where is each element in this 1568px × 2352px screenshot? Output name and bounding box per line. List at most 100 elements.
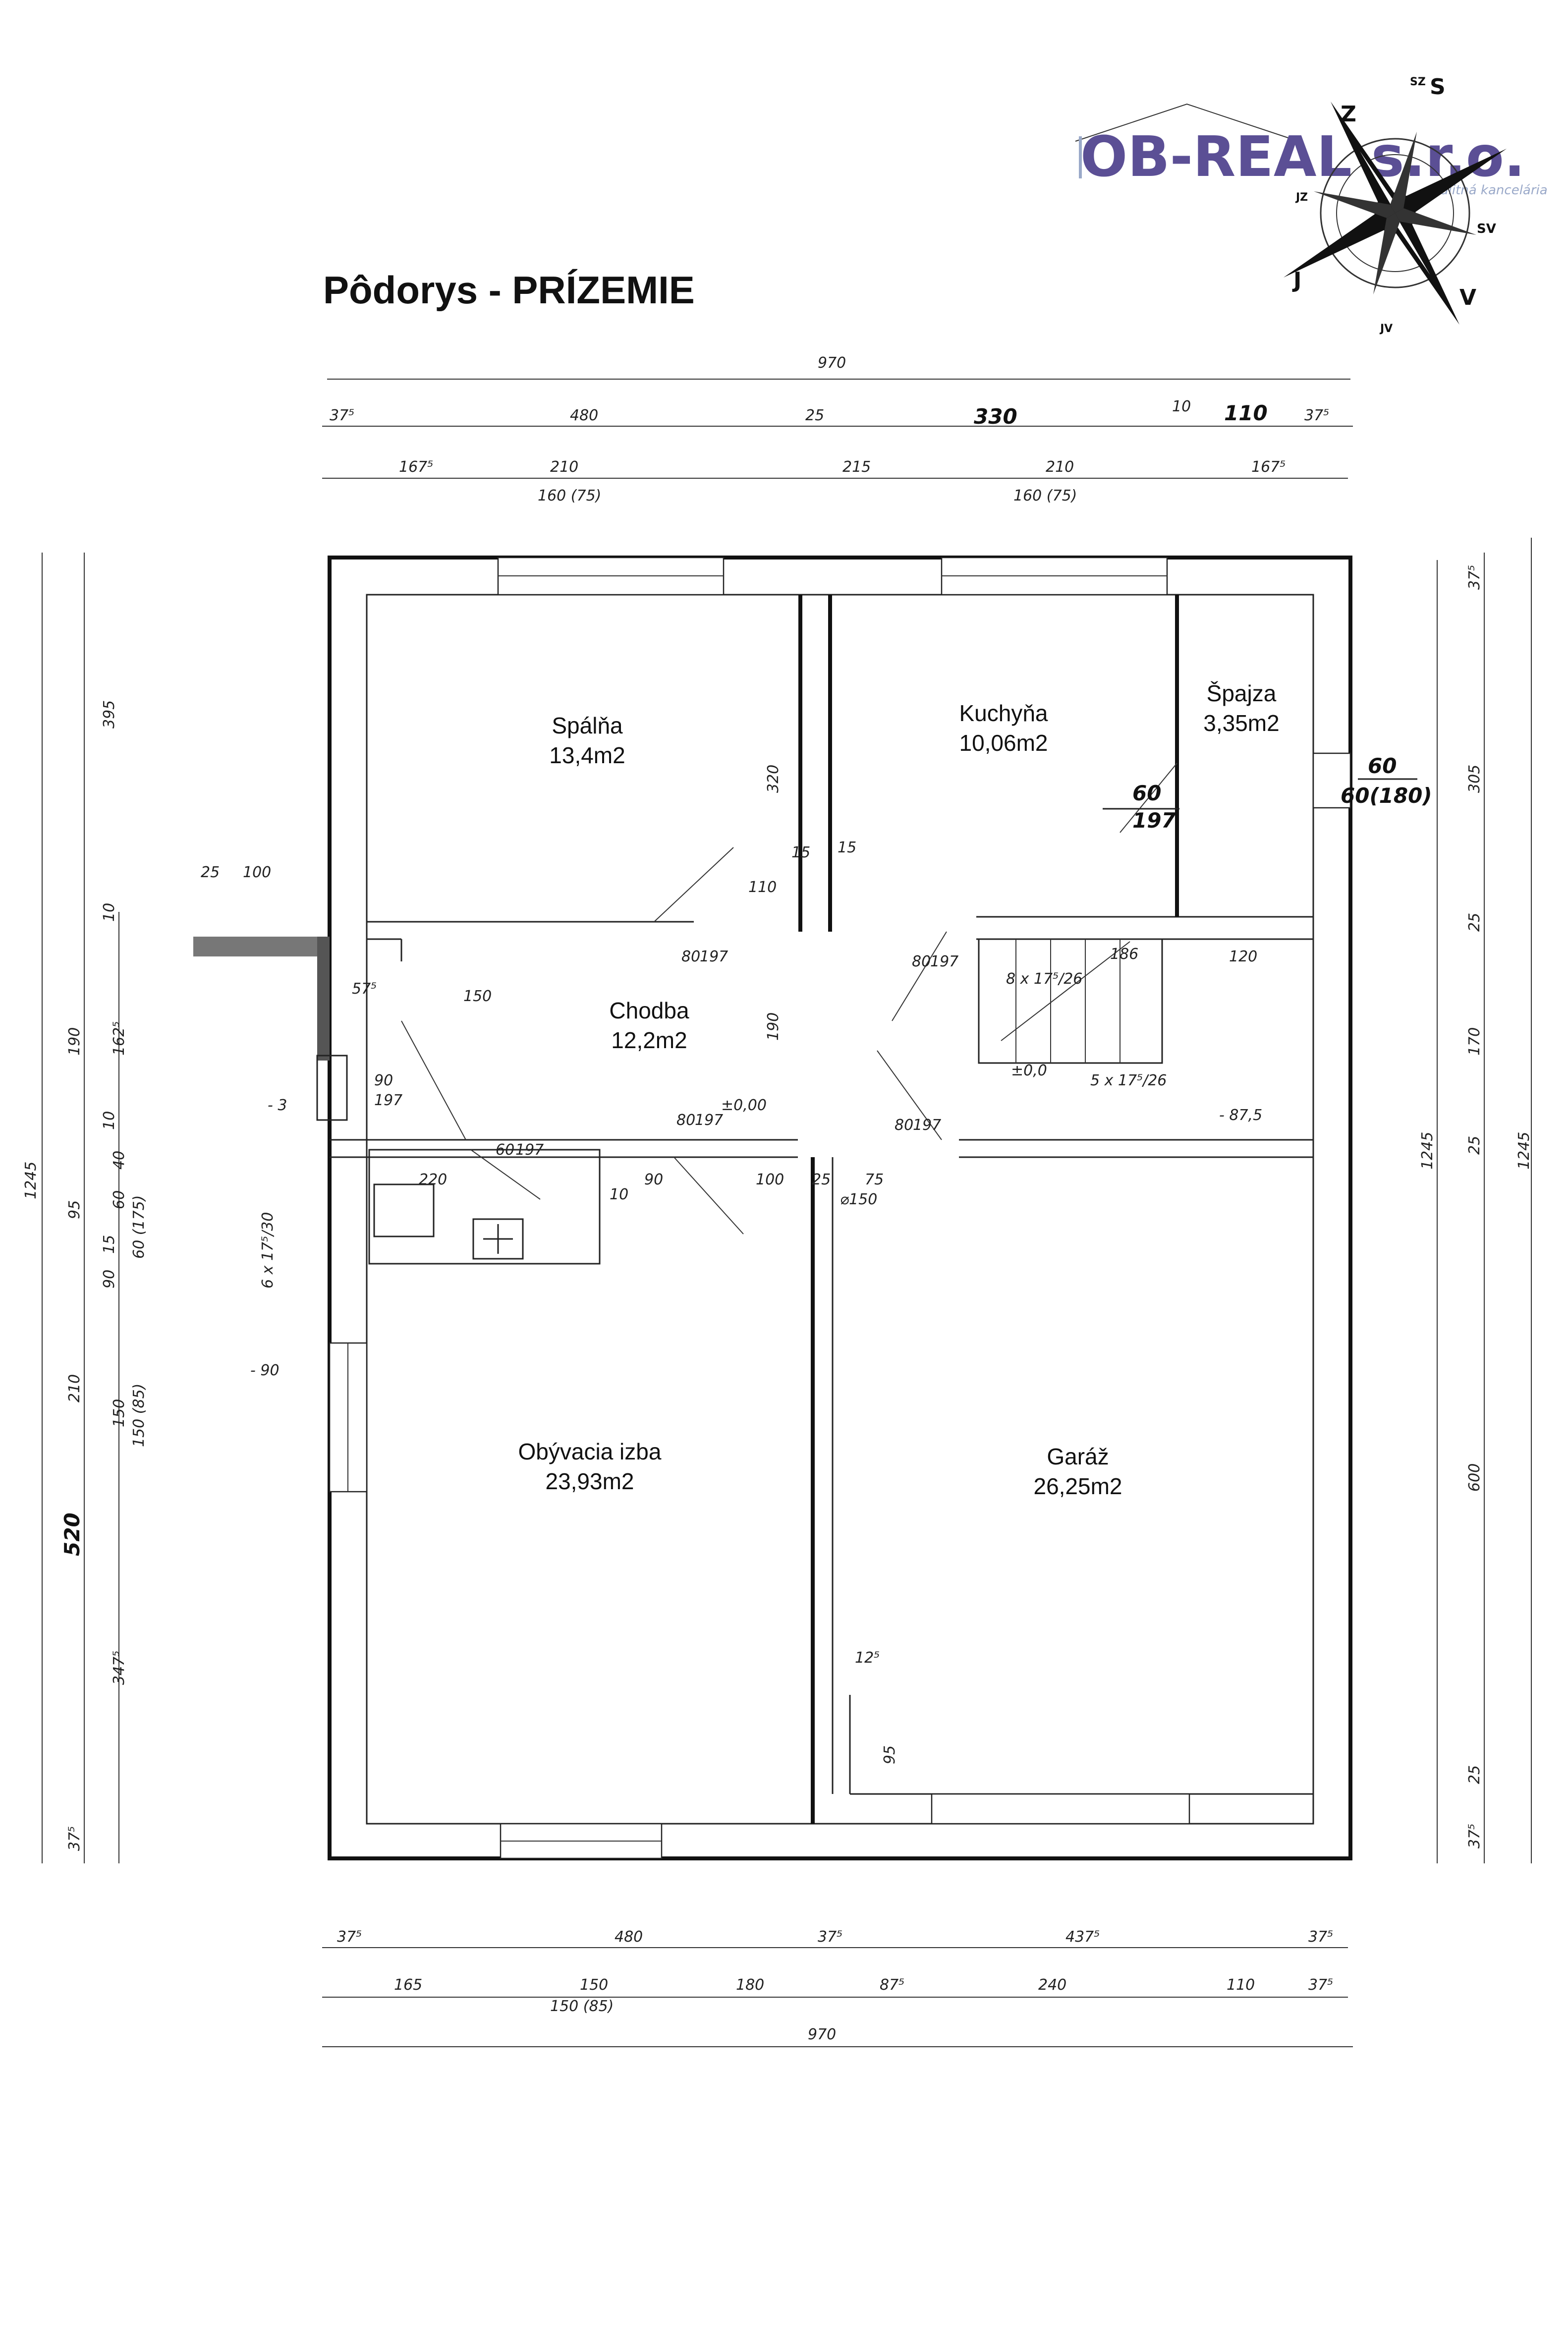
dim-in-320: 320 (765, 765, 782, 793)
level-m90: - 90 (250, 1362, 280, 1379)
dim-in-220: 220 (419, 1171, 447, 1188)
kitchen-door-bottom: 197 (1132, 808, 1176, 833)
dim-bot-r2-4: 240 (1038, 1976, 1066, 1994)
dim-top-total: 970 (818, 354, 846, 372)
dim-top-r2-4: 167⁵ (1251, 458, 1286, 476)
dim-in-90b: 90 (644, 1171, 663, 1188)
dim-in-197f: 197 (515, 1141, 544, 1159)
dim-bot-r1-4: 37⁵ (1308, 1928, 1333, 1946)
room-name-spajza: Špajza (1207, 680, 1277, 706)
dim-in-57: 57⁵ (352, 980, 377, 998)
compass-diagonal-icon (1313, 131, 1477, 295)
dim-left-r1-0: 395 (101, 700, 118, 728)
dim-left-outer: 1245 (22, 1162, 40, 1199)
walls (328, 556, 1352, 1860)
dim-left-r1-7: 210 (66, 1374, 83, 1402)
dim-bot-r2-sub: 150 (85) (550, 1998, 614, 2015)
dim-in-110: 110 (748, 879, 777, 896)
dim-in-197d: 197 (913, 1117, 941, 1134)
bottom-dimensions: 37⁵ 480 37⁵ 437⁵ 37⁵ 165 150 180 87⁵ 240… (322, 1928, 1353, 2047)
dim-in-d150: ⌀150 (840, 1191, 877, 1208)
dim-in-100: 100 (756, 1171, 784, 1188)
dim-in-197a: 197 (700, 948, 728, 965)
dim-bot-r2-5: 110 (1227, 1976, 1255, 1994)
dim-in-80c: 80 (676, 1112, 695, 1129)
left-dimensions: 1245 395 10 190 10 95 15 90 210 520 37⁵ … (22, 553, 148, 1863)
top-dimensions: 970 37⁵ 480 25 330 10 110 37⁵ 167⁵ 210 2… (322, 354, 1353, 504)
compass-se: JV (1379, 323, 1393, 335)
level-0b: ±0,0 (1011, 1062, 1047, 1079)
compass-sw: JZ (1295, 191, 1308, 204)
dim-left-r1-5: 15 (101, 1235, 118, 1254)
dim-in-90: 90 (374, 1072, 393, 1089)
dim-in-190: 190 (765, 1012, 782, 1041)
level-m3: - 3 (268, 1097, 287, 1114)
window-label-bottom: 60(180) (1341, 784, 1432, 808)
dim-in-10: 10 (610, 1186, 628, 1203)
compass-e: V (1459, 285, 1476, 310)
dim-bot-r1-2: 37⁵ (818, 1928, 842, 1946)
compass-ne: SV (1477, 222, 1496, 236)
dim-in-80a: 80 (681, 948, 700, 965)
dim-in-75: 75 (865, 1171, 884, 1188)
dim-top-r1-3: 330 (974, 404, 1017, 429)
doors (401, 763, 1177, 1234)
company-logo: OB-REAL s.r.o. realitná kancelária (1075, 103, 1548, 198)
dim-right-r-2: 25 (1466, 913, 1483, 932)
dim-bot-r1-0: 37⁵ (337, 1928, 362, 1946)
dim-in-100b: 100 (243, 864, 271, 881)
compass-s: J (1292, 268, 1301, 293)
dim-top-r1-1: 480 (570, 407, 598, 424)
dim-right-r-3: 170 (1466, 1027, 1483, 1056)
dim-in-197c: 197 (695, 1112, 723, 1129)
dim-top-r2-sub-0: 160 (75) (538, 487, 601, 504)
dim-top-r2-sub-1: 160 (75) (1013, 487, 1077, 504)
dim-bot-total: 970 (808, 2026, 836, 2043)
compass-needle-icon (1283, 101, 1507, 325)
room-area-garaz: 26,25m2 (1033, 1473, 1122, 1499)
dim-in-25: 25 (812, 1171, 831, 1188)
kitchen-door-top: 60 (1132, 781, 1161, 805)
dim-in-15a: 15 (791, 844, 810, 861)
dim-bot-r2-1: 150 (580, 1976, 608, 1994)
dim-bot-r2-6: 37⁵ (1308, 1976, 1333, 1994)
dim-top-r2-3: 210 (1046, 458, 1074, 476)
room-area-spajza: 3,35m2 (1203, 710, 1279, 736)
dim-left-r2-6: 347⁵ (111, 1651, 128, 1685)
inner-annotations: 320 110 15 15 150 57⁵ 190 80 197 80 197 … (201, 754, 1432, 1764)
room-area-obyvacia: 23,93m2 (545, 1468, 634, 1494)
dim-top-r2-2: 215 (842, 458, 871, 476)
right-dimensions: 1245 1245 37⁵ 305 25 170 25 600 25 37⁵ (1419, 538, 1533, 1863)
dim-left-r2-1: 40 (111, 1151, 128, 1170)
dim-left-r1-1: 10 (101, 903, 118, 922)
dim-in-80b: 80 (912, 953, 931, 970)
dim-left-r2-0: 162⁵ (111, 1021, 128, 1056)
dim-top-r1-2: 25 (805, 407, 824, 424)
compass-w: Z (1341, 102, 1356, 127)
dim-in-15b: 15 (838, 839, 856, 856)
window-label-top: 60 (1368, 754, 1397, 778)
dim-in-150: 150 (463, 988, 492, 1005)
stairs (193, 937, 1163, 1121)
compass-n: S (1430, 74, 1446, 100)
dim-left-r1-2: 190 (66, 1027, 83, 1056)
dim-right-r-7: 37⁵ (1466, 1824, 1483, 1848)
dim-right-outer: 1245 (1515, 1132, 1533, 1170)
dim-left-r2-4: 150 (111, 1399, 128, 1427)
room-area-kuchyna: 10,06m2 (959, 730, 1048, 756)
level-m87: - 87,5 (1219, 1107, 1262, 1124)
dim-right-r-6: 25 (1466, 1765, 1483, 1784)
room-name-chodba: Chodba (609, 998, 689, 1023)
dim-in-95: 95 (881, 1745, 898, 1764)
room-area-chodba: 12,2m2 (611, 1027, 687, 1053)
dim-in-80d: 80 (895, 1117, 913, 1134)
dim-top-r1-4: 10 (1172, 398, 1191, 415)
room-name-kuchyna: Kuchyňa (959, 700, 1048, 726)
page-title: Pôdorys - PRÍZEMIE (323, 268, 695, 312)
dim-in-25b: 25 (201, 864, 220, 881)
stairs-label-3: 6 x 17⁵/30 (259, 1212, 277, 1288)
level-0a: ±0,00 (721, 1097, 767, 1114)
dim-left-r2-3: 60 (175) (130, 1195, 148, 1259)
dim-bot-r2-0: 165 (394, 1976, 422, 1994)
